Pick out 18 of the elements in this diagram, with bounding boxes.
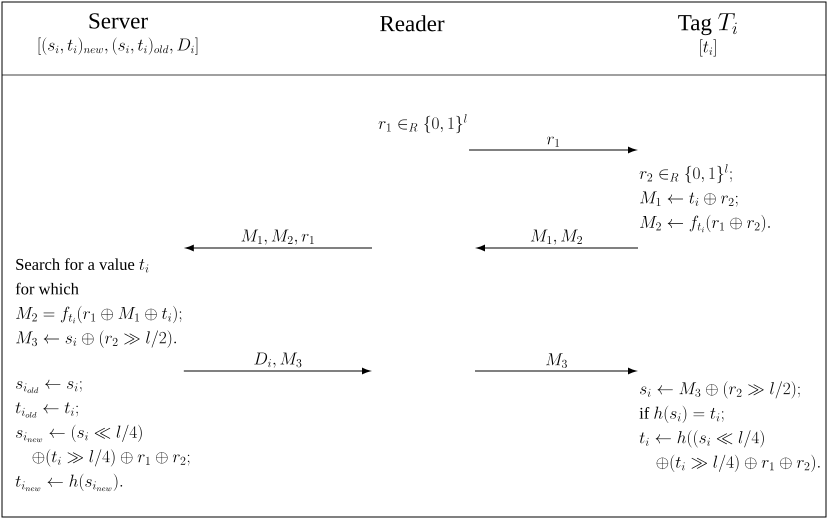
arrow (468, 146, 636, 154)
computation-text: $r_1 \in_R \{0,1\}^l$ (378, 114, 467, 134)
computation-text: $\text{Search for a value } t_i$ for which $M_2 = f_{t_i}(r_1 \oplus M_1 \oplus t_i);$ $M_3 \leftarrow s_i \oplus (r_2 \gg l/2).$ (16, 258, 182, 348)
column-heading: Reader (380, 15, 444, 32)
edge-label: $M_1, M_2, r_1$ (241, 230, 314, 245)
arrow (186, 244, 372, 252)
computation-text: $s_i \leftarrow M_3 \oplus (r_2 \gg l/2);$ $\text{if } h(s_i) = t_i;$ $t_i \leftarrow h((s_i \ll l/4)$ $\quad\oplus(t_i \gg l/4) \oplus r_1 \oplus r_2).$ (640, 381, 820, 472)
edge-label: $M_1, M_2$ (530, 230, 582, 245)
arrow (474, 368, 636, 374)
edge-label: $M_3$ (546, 353, 567, 368)
edge-label: $D_i, M_3$ (254, 352, 302, 368)
column-heading: $\text{Tag } T_i$ $[t_i]$ (678, 13, 737, 56)
computation-text: $s_{i_{old}} \leftarrow s_i;$ $t_{i_{old}} \leftarrow t_i;$ $s_{i_{new}} \leftarrow (s_i \ll l/4)$ $\quad\oplus(t_i \gg l/4) \oplus r_1 \oplus r_2;$ $t_{i_{new}} \leftarrow h(s_{i_{new}}).$ (16, 380, 190, 492)
arrow (183, 368, 370, 374)
arrow (476, 244, 638, 252)
column-heading: Server $[(s_i,t_i)_{new},(s_i,t_i)_{old},D_i]$ (38, 13, 198, 55)
edge-label: $r_1$ (546, 136, 560, 147)
computation-text: $r_2 \in_R \{0,1\}^l;$ $M_1 \leftarrow t_i \oplus r_2;$ $M_2 \leftarrow f_{t_i}(r_1 \oplus r_2).$ (640, 164, 770, 232)
